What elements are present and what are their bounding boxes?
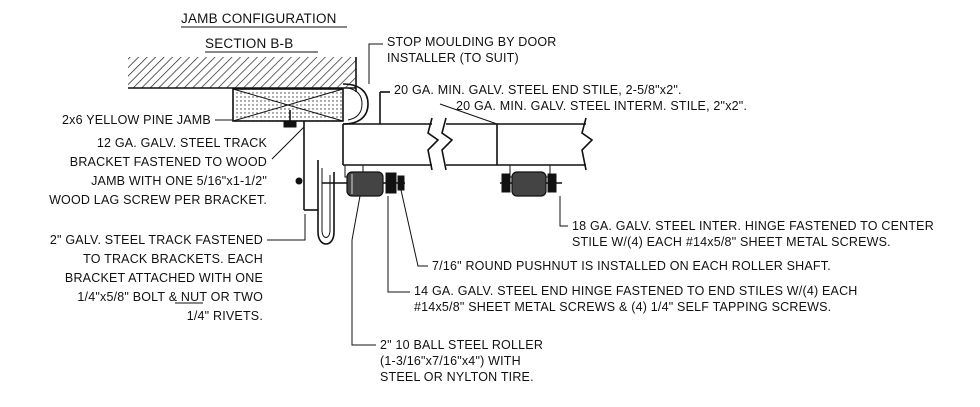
- callout-interm-stile: 20 GA. MIN. GALV. STEEL INTERM. STILE, 2…: [456, 99, 747, 113]
- leader-pushnut: [400, 189, 428, 267]
- callout-end-stile: 20 GA. MIN. GALV. STEEL END STILE, 2-5/8…: [394, 83, 682, 97]
- inter-roller-wheel: [511, 171, 547, 197]
- leader-track-bracket: [271, 126, 305, 160]
- leader-galv-track: [267, 214, 306, 241]
- leader-inter-hinge: [559, 196, 568, 227]
- inter-hinge-line-2: STILE W/(4) EACH #14x5/8" SHEET METAL SC…: [572, 235, 891, 249]
- track-assembly: [283, 110, 335, 245]
- stop-moulding-line-1: STOP MOULDING BY DOOR: [387, 35, 557, 49]
- stop-moulding: [342, 83, 369, 125]
- track-bracket-line-3: JAMB WITH ONE 5/16"x1-1/2": [91, 174, 267, 188]
- ball-roller-line-3: STEEL OR NYLTON TIRE.: [380, 370, 534, 384]
- inter-hinge-roller: [500, 164, 562, 197]
- interm-stile-leader: [439, 103, 498, 125]
- title-line-2: SECTION B-B: [205, 36, 293, 51]
- end-roller-nut: [385, 172, 397, 194]
- galv-track-profile: [317, 160, 335, 245]
- callout-stop-moulding: STOP MOULDING BY DOOR INSTALLER (TO SUIT…: [387, 35, 557, 65]
- wall-hatch: [128, 57, 356, 88]
- ball-roller-line-1: 2" 10 BALL STEEL ROLLER: [380, 338, 543, 352]
- bracket-bolt: [295, 177, 303, 185]
- lag-screw-head: [283, 120, 297, 128]
- galv-track-line-1: 2" GALV. STEEL TRACK FASTENED: [50, 233, 263, 247]
- title-block: JAMB CONFIGURATION SECTION B-B: [181, 11, 347, 53]
- ball-roller-line-2: (1-3/16"x7/16"x4") WITH: [380, 354, 521, 368]
- end-hinge-roller: [322, 164, 405, 197]
- track-bracket-line-2: BRACKET FASTENED TO WOOD: [70, 155, 267, 169]
- moulding-profile: [342, 83, 369, 125]
- moulding-inner: [347, 87, 363, 121]
- wood-jamb: [232, 88, 344, 122]
- stop-moulding-line-2: INSTALLER (TO SUIT): [387, 51, 519, 65]
- title-line-1: JAMB CONFIGURATION: [181, 11, 337, 26]
- end-roller-wheel: [346, 171, 384, 197]
- masonry-wall: [128, 57, 357, 92]
- break-mark-1: [427, 117, 440, 171]
- galv-track-line-2: TO TRACK BRACKETS. EACH: [83, 252, 263, 266]
- end-hinge-line-1: 14 GA. GALV. STEEL END HINGE FASTENED TO…: [414, 284, 858, 298]
- galv-track-line-3: BRACKET ATTACHED WITH ONE: [65, 271, 263, 285]
- callout-ball-roller: 2" 10 BALL STEEL ROLLER (1-3/16"x7/16"x4…: [380, 338, 543, 384]
- break-mark-3: [581, 117, 594, 171]
- callout-galv-track: 2" GALV. STEEL TRACK FASTENED TO TRACK B…: [50, 233, 263, 323]
- callout-inter-hinge: 18 GA. GALV. STEEL INTER. HINGE FASTENED…: [572, 219, 934, 249]
- track-bracket-line-1: 12 GA. GALV. STEEL TRACK: [97, 136, 268, 150]
- break-mark-2: [441, 117, 454, 171]
- leaders: [215, 43, 568, 346]
- inter-hinge-line-1: 18 GA. GALV. STEEL INTER. HINGE FASTENED…: [572, 219, 934, 233]
- callout-yellow-pine-jamb: 2x6 YELLOW PINE JAMB: [62, 113, 211, 127]
- leader-stop-moulding: [368, 43, 383, 84]
- callout-pushnut: 7/16" ROUND PUSHNUT IS INSTALLED ON EACH…: [432, 259, 831, 273]
- track-bracket-line-4: WOOD LAG SCREW PER BRACKET.: [49, 193, 267, 207]
- galv-track-inner: [321, 168, 331, 238]
- leader-ball-roller: [351, 195, 376, 346]
- inter-roller-nut-right: [547, 173, 557, 193]
- callout-track-bracket: 12 GA. GALV. STEEL TRACK BRACKET FASTENE…: [49, 136, 267, 207]
- galv-track-line-4: 1/4"x5/8" BOLT & NUT OR TWO: [77, 290, 263, 304]
- end-hinge-line-2: #14x5/8" SHEET METAL SCREWS & (4) 1/4" S…: [414, 300, 831, 314]
- end-roller-pushnut: [397, 175, 405, 191]
- leader-end-hinge: [387, 196, 410, 293]
- jamb-diagonal-2: [232, 88, 344, 122]
- galv-track-line-5: 1/4" RIVETS.: [187, 309, 263, 323]
- inter-roller-nut-left: [501, 173, 511, 193]
- callout-end-hinge: 14 GA. GALV. STEEL END HINGE FASTENED TO…: [414, 284, 858, 314]
